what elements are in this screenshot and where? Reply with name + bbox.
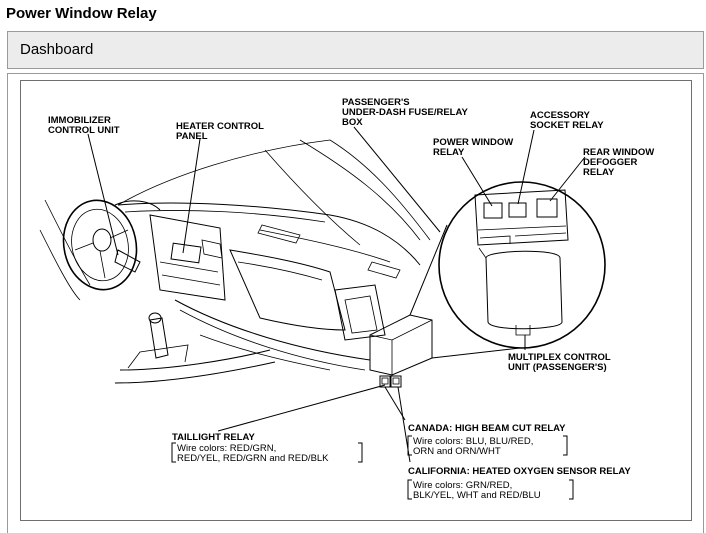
label-multiplex-line1: MULTIPLEX CONTROL	[508, 352, 611, 363]
label-heater-line2: PANEL	[176, 131, 208, 142]
label-power-window-line2: RELAY	[433, 147, 465, 158]
label-california-wires-line2: BLK/YEL, WHT and RED/BLU	[413, 490, 541, 501]
label-power-window-line1: POWER WINDOW	[433, 137, 513, 148]
label-heater-line1: HEATER CONTROL	[176, 121, 264, 132]
label-taillight-title: TAILLIGHT RELAY	[172, 432, 256, 443]
page-title: Power Window Relay	[6, 5, 157, 22]
label-rear-window-line1: REAR WINDOW	[583, 147, 654, 158]
label-canada-wires-line2: ORN and ORN/WHT	[413, 446, 501, 457]
label-rear-window-line3: RELAY	[583, 167, 615, 178]
label-accessory-line1: ACCESSORY	[530, 110, 590, 121]
accessory-socket-relay-shape	[508, 202, 527, 218]
label-fusebox-line3: BOX	[342, 117, 363, 128]
label-multiplex-line2: UNIT (PASSENGER'S)	[508, 362, 607, 373]
label-taillight-wires-line2: RED/YEL, RED/GRN and RED/BLK	[177, 453, 329, 464]
power-window-relay-shape	[483, 202, 503, 219]
section-header-label: Dashboard	[20, 41, 94, 58]
label-immobilizer-line1: IMMOBILIZER	[48, 115, 111, 126]
zoom-detail-circle	[409, 181, 606, 359]
label-accessory-line2: SOCKET RELAY	[530, 120, 604, 131]
wire-color-brackets	[171, 435, 574, 500]
label-taillight-wires-line1: Wire colors: RED/GRN,	[177, 443, 276, 454]
rear-window-defogger-relay-shape	[536, 198, 558, 218]
dashboard-illustration	[39, 139, 431, 384]
leader-lines	[87, 126, 586, 463]
figure-border	[20, 80, 692, 521]
label-rear-window-line2: DEFOGGER	[583, 157, 638, 168]
label-california-title: CALIFORNIA: HEATED OXYGEN SENSOR RELAY	[408, 466, 631, 477]
label-canada-wires-line1: Wire colors: BLU, BLU/RED,	[413, 436, 533, 447]
under-dash-fuse-relay-box	[369, 314, 433, 376]
label-fusebox-line1: PASSENGER'S	[342, 97, 410, 108]
label-immobilizer-line2: CONTROL UNIT	[48, 125, 120, 136]
label-canada-title: CANADA: HIGH BEAM CUT RELAY	[408, 423, 566, 434]
section-header-dashboard[interactable]: Dashboard	[7, 31, 704, 69]
label-california-wires-line1: Wire colors: GRN/RED,	[413, 480, 512, 491]
multiplex-control-unit-shape	[485, 250, 563, 330]
label-fusebox-line2: UNDER-DASH FUSE/RELAY	[342, 107, 468, 118]
